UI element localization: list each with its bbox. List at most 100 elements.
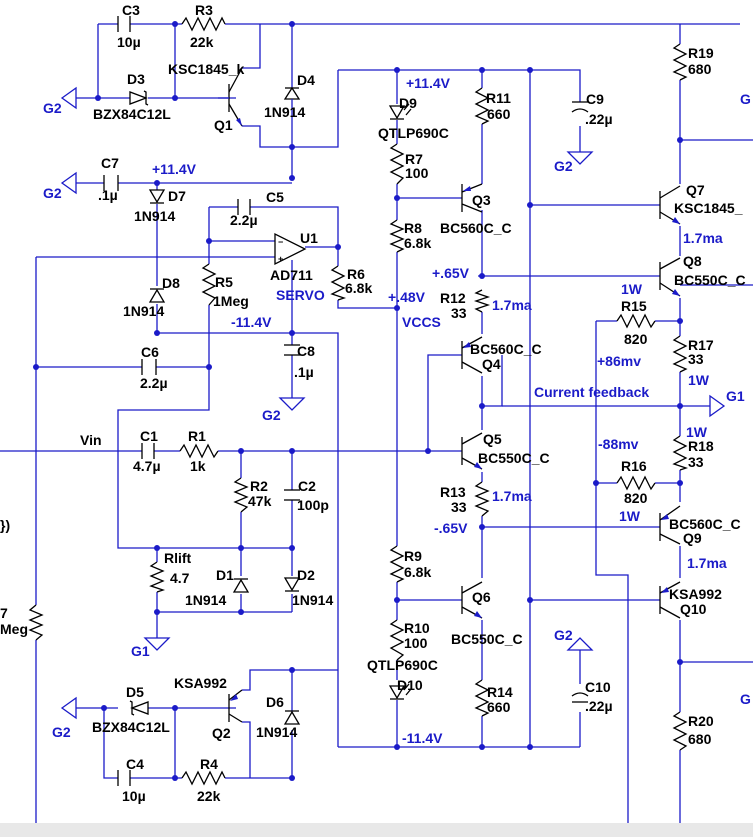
- net-servo: SERVO: [276, 287, 325, 303]
- resistor-r16: [616, 475, 656, 491]
- net-current-feedback: Current feedback: [534, 384, 649, 400]
- label-c6-val: 2.2µ: [140, 375, 168, 391]
- label-q2-ref: Q2: [212, 725, 231, 741]
- net-g2-5: G2: [554, 158, 573, 174]
- port-g1-right: [709, 394, 726, 418]
- opamp-u1: −+: [274, 232, 307, 266]
- net-g2-1: G2: [43, 100, 62, 116]
- label-q6-val: BC550C_C: [451, 631, 523, 647]
- label-r10-ref: R10: [404, 620, 430, 636]
- label-q5-ref: Q5: [483, 431, 502, 447]
- label-d9-val: QTLP690C: [378, 125, 449, 141]
- label-c6-ref: C6: [141, 344, 159, 360]
- label-q6-ref: Q6: [472, 589, 491, 605]
- resistor-rlift: [149, 561, 166, 593]
- label-r7l-ref: 7: [0, 605, 8, 621]
- label-d7-ref: D7: [168, 188, 186, 204]
- port-g2-1: [60, 86, 77, 110]
- capacitor-c2: [284, 489, 300, 501]
- label-r3-ref: R3: [195, 2, 213, 18]
- label-r16-ref: R16: [621, 458, 647, 474]
- svg-text:−: −: [278, 237, 283, 247]
- label-c10-val: .22µ: [585, 698, 613, 714]
- label-c5-val: 2.2µ: [230, 212, 258, 228]
- label-d5-ref: D5: [126, 684, 144, 700]
- junctions: [33, 21, 683, 781]
- net-v065n: -.65V: [434, 520, 468, 536]
- net-86mv: +86mv: [597, 353, 641, 369]
- label-d2-val: 1N914: [292, 592, 333, 608]
- resistor-r15: [616, 313, 656, 329]
- ground-g1: [143, 637, 171, 651]
- transistor-q4: [461, 336, 483, 374]
- label-r12-val: 33: [451, 305, 467, 321]
- edge-g-2: G: [740, 691, 751, 707]
- capacitor-c1: [141, 443, 155, 459]
- zener-d3: [129, 90, 149, 106]
- label-r2-ref: R2: [250, 478, 268, 494]
- resistor-r3: [181, 16, 226, 32]
- label-r20-val: 680: [688, 731, 712, 747]
- net-1w-r16: 1W: [619, 508, 641, 524]
- capacitor-c7: [103, 175, 119, 191]
- net-vin: Vin: [80, 432, 102, 448]
- label-r7-ref: R7: [405, 151, 423, 167]
- resistor-r7: [389, 143, 405, 185]
- label-d10-val: QTLP690C: [367, 657, 438, 673]
- label-r9-ref: R9: [404, 548, 422, 564]
- label-r19-val: 680: [688, 61, 712, 77]
- label-c1-val: 4.7µ: [133, 458, 161, 474]
- label-r4-ref: R4: [200, 756, 218, 772]
- label-d1-ref: D1: [216, 567, 234, 583]
- label-d10-ref: D10: [397, 677, 423, 693]
- transistor-q10: [659, 581, 681, 619]
- transistor-q8: [659, 257, 681, 297]
- label-r18-ref: R18: [688, 438, 714, 454]
- resistor-r12: [473, 289, 491, 313]
- diode-d1: [232, 578, 250, 593]
- net-1w-r18: 1W: [686, 424, 708, 440]
- label-r11-ref: R11: [486, 90, 511, 106]
- label-r17-ref: R17: [688, 337, 714, 353]
- capacitor-c6: [141, 359, 157, 375]
- label-c5-ref: C5: [266, 189, 284, 205]
- label-r7l-val: Meg: [0, 621, 28, 637]
- ground-g2-c9: [566, 151, 594, 165]
- label-r12-ref: R12: [440, 290, 466, 306]
- net-pos-rail-left: +11.4V: [152, 161, 197, 177]
- resistor-r4: [181, 770, 226, 786]
- transistor-q6: [461, 581, 483, 619]
- port-g2-2: [60, 171, 77, 195]
- label-r9-val: 6.8k: [404, 564, 431, 580]
- label-q8-val: BC550C_C: [674, 272, 746, 288]
- net-neg-rail-bottom: -11.4V: [402, 730, 443, 746]
- label-c2-val: 100p: [297, 497, 329, 513]
- label-c7-val: .1µ: [98, 187, 118, 203]
- net-17ma-q7: 1.7ma: [683, 230, 723, 246]
- resistor-r1: [179, 443, 219, 459]
- capacitor-c9: [571, 101, 589, 113]
- net-g2-4: G2: [52, 724, 71, 740]
- label-r15-ref: R15: [621, 298, 647, 314]
- svg-text:+: +: [278, 254, 283, 264]
- label-c4-val: 10µ: [122, 788, 146, 804]
- edge-paren: }): [0, 517, 10, 533]
- diode-d6: [283, 710, 301, 725]
- label-q9-val: BC560C_C: [669, 516, 741, 532]
- label-c2-ref: C2: [298, 478, 316, 494]
- label-q2-val: KSA992: [174, 675, 227, 691]
- resistor-r19: [672, 43, 688, 81]
- resistor-r6: [330, 265, 347, 301]
- wires: [0, 23, 753, 823]
- resistor-r8: [389, 219, 405, 253]
- net-g2-3: G2: [262, 407, 281, 423]
- label-r20-ref: R20: [688, 713, 714, 729]
- label-r5-ref: R5: [215, 274, 233, 290]
- label-r13-ref: R13: [440, 484, 466, 500]
- label-u1-val: AD711: [270, 267, 313, 283]
- label-q4-ref: Q4: [482, 356, 501, 372]
- led-d10: [388, 683, 412, 700]
- ground-g2-c8: [278, 397, 306, 411]
- resistor-r20: [672, 711, 688, 751]
- label-c3-val: 10µ: [117, 34, 141, 50]
